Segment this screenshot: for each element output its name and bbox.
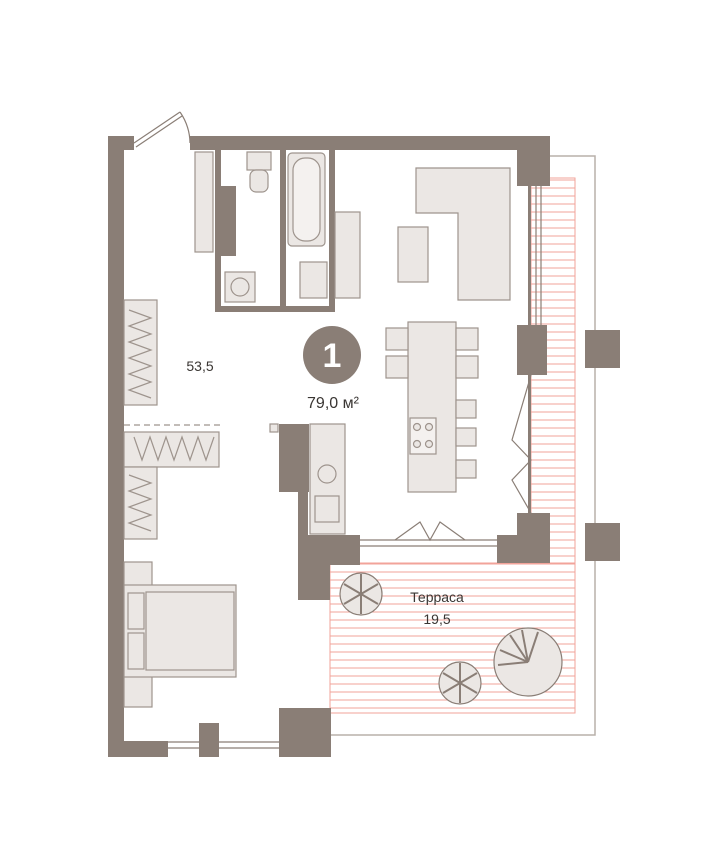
living-area-label: 53,5 [186,358,213,374]
terrace-railing [330,155,596,736]
kitchen-island [407,321,457,493]
terrace-furniture [339,572,563,705]
corner-sofa [415,167,511,301]
terrace-door [394,374,532,542]
toilet [246,151,272,171]
terrace-label: Терраса [410,589,464,605]
rooms-count: 1 [323,337,342,375]
living-furniture [309,167,511,535]
windows [124,186,542,749]
column-outer-top [585,330,620,368]
column-outer-bottom [585,523,620,561]
total-area-label: 79,0 м² [307,395,360,412]
terrace-area-label: 19,5 [423,611,450,627]
bed [123,584,237,678]
walls [108,136,550,757]
sink [299,261,328,299]
entrance-door [133,111,191,148]
bathroom-fixtures [194,151,361,303]
rooms-badge: 1 [303,326,361,384]
